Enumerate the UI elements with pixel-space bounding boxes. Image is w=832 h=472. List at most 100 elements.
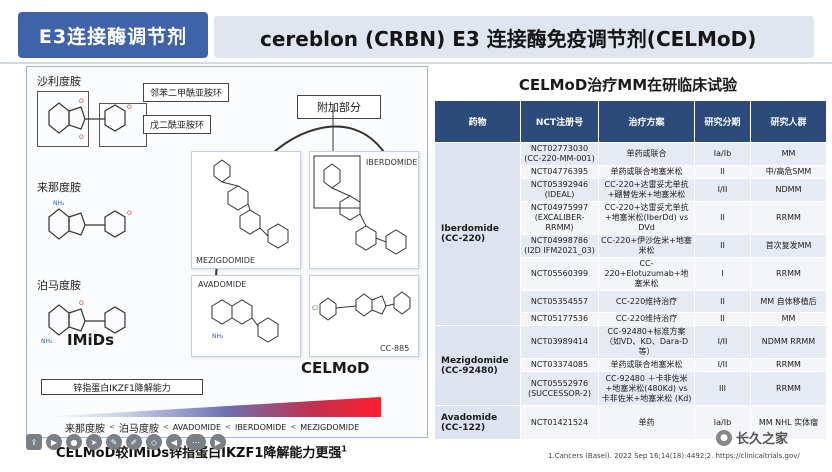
population-cell: RRMM (750, 201, 827, 235)
phase-cell: II (694, 165, 751, 179)
svg-text:NH₂: NH₂ (41, 338, 53, 345)
scale-arrow-icon: < (225, 423, 231, 431)
header-phase: 研究分期 (694, 100, 751, 143)
mezigdomide-card: MEZIGDOMIDE (191, 151, 301, 269)
population-cell: MM (750, 142, 827, 166)
regimen-cell: CC-220维持治疗 (598, 312, 695, 326)
iberdomide-card: IBERDOMIDE (309, 151, 419, 269)
phase-cell: II (694, 234, 751, 258)
slide-caption: CELMoD较IMiDs锌指蛋白IKZF1降解能力更强1 (56, 442, 347, 461)
additional-part-box: 附加部分 (297, 95, 381, 119)
iberdomide-structure (313, 155, 407, 255)
regimen-cell: 单药或联合 (598, 142, 695, 166)
cc885-name: CC-885 (380, 344, 410, 353)
avadomide-structure: NH₂ (211, 299, 279, 343)
cc885-card: Cl CC-885 (309, 275, 419, 357)
population-cell: NDMM RRMM (750, 325, 827, 359)
table-row: NCT05552976 (SUCCESSOR-2)CC-92480 ＋卡非佐米+… (435, 371, 827, 406)
scale-item: 来那度胺 (65, 423, 105, 435)
regimen-cell: CC-220+达雷妥尤单抗+地塞米松(IberDd) vs DVd (598, 201, 695, 235)
population-cell: MM 自体移植后 (750, 290, 827, 313)
regimen-cell: CC-220+Elotuzumab+地塞米松 (598, 257, 695, 291)
watermark-text: 长久之家 (736, 432, 789, 447)
mezigdomide-name: MEZIGDOMIDE (196, 256, 255, 265)
nct-cell: NCT02773030 (CC-220-MM-001) (520, 142, 599, 166)
nct-cell: NCT04975997 (EXCALIBER-RRMM) (520, 201, 599, 235)
glutarimide-ring-tag: 戊二酰亚胺环 (143, 115, 212, 134)
table-row: Iberdomide (CC-220)NCT02773030 (CC-220-M… (434, 142, 827, 326)
svg-text:O: O (79, 134, 84, 141)
regimen-cell: 单药或联合地塞米松 (598, 358, 695, 372)
prev-icon[interactable]: ◀ (166, 434, 182, 450)
share-icon[interactable]: ⇪ (26, 434, 42, 450)
caption-text: CELMoD较IMiDs锌指蛋白IKZF1降解能力更强 (56, 446, 342, 461)
table-row: NCT04975997 (EXCALIBER-RRMM)CC-220+达雷妥尤单… (435, 201, 827, 235)
phase-cell: II (694, 290, 751, 313)
regimen-cell: 单药或联合地塞米松 (598, 165, 695, 179)
more-options-icon[interactable]: ⋯ (186, 434, 206, 450)
pen-icon[interactable]: ✎ (106, 434, 122, 450)
nct-cell: NCT03989414 (520, 325, 599, 359)
next-icon[interactable]: ▶ (210, 434, 226, 450)
structure-panel: 沙利度胺 邻苯二甲酰亚胺环 戊二酰亚胺环 O O O 来那度胺 NH₂ O 泊马… (26, 66, 428, 438)
eraser-icon[interactable]: ◇ (146, 434, 162, 450)
slide-main-title: cereblon (CRBN) E3 连接酶免疫调节剂(CELMoD) (214, 16, 814, 58)
regimen-cell: CC-220维持治疗 (598, 290, 695, 313)
avadomide-card: AVADOMIDE NH₂ (191, 275, 301, 357)
header-divider (0, 62, 832, 64)
svg-text:Cl: Cl (312, 305, 318, 312)
nct-cell: NCT05552976 (SUCCESSOR-2) (520, 371, 599, 406)
celmod-label: CELMoD (301, 359, 370, 377)
header-regimen: 治疗方案 (598, 100, 695, 143)
caption-superscript: 1 (341, 444, 347, 454)
nct-cell: NCT01421524 (520, 405, 599, 440)
pointer-icon[interactable]: ➤ (86, 434, 102, 450)
population-cell: NDMM (750, 178, 827, 202)
svg-text:O: O (79, 98, 84, 105)
lenalidomide-label: 来那度胺 (37, 181, 81, 194)
pomalidomide-label: 泊马度胺 (37, 279, 81, 292)
nct-cell: NCT04776395 (520, 165, 599, 179)
scale-item: MEZIGDOMIDE (300, 422, 360, 432)
phase-cell: III (694, 371, 751, 406)
wechat-icon: ● (716, 429, 732, 446)
record-icon[interactable]: ● (66, 434, 82, 450)
phase-cell: II (694, 312, 751, 326)
drug-cell: Mezigdomide (CC-92480) (434, 325, 521, 406)
population-cell: MM NHL 实体瘤 (750, 405, 827, 440)
phase-cell: Ia/Ib (694, 142, 751, 166)
population-cell: RRMM (750, 371, 827, 406)
population-cell: 中/高危SMM (750, 165, 827, 179)
header-drug: 药物 (434, 100, 521, 143)
watermark: ● 长久之家 (716, 428, 788, 447)
thalidomide-structure: O O O (48, 98, 132, 141)
phthalimide-ring-tag: 邻苯二甲酰亚胺环 (143, 83, 230, 102)
phase-cell: I/II (694, 325, 751, 359)
regimen-cell: CC-92480 ＋卡非佐米+地塞米松(480Kd) vs 卡非佐米+地塞米松 … (598, 371, 695, 406)
table-title: CELMoD治疗MM在研临床试验 (518, 76, 738, 94)
scale-item: AVADOMIDE (172, 422, 222, 432)
highlighter-icon[interactable]: ✐ (126, 434, 142, 450)
play-icon[interactable]: ▶ (46, 434, 62, 450)
nct-cell: NCT04998786 (I2D IFM2021_03) (520, 234, 599, 258)
scale-arrow-icon: < (290, 423, 297, 431)
table-row: NCT05392946 (IDEAL)CC-220+达雷妥尤单抗+硼替佐米+地塞… (435, 178, 827, 202)
phase-cell: II (694, 201, 751, 235)
phase-cell: I/II (694, 358, 751, 372)
table-body: Iberdomide (CC-220)NCT02773030 (CC-220-M… (434, 142, 827, 440)
ikzf1-degradation-label: 锌指蛋白IKZF1降解能力 (41, 379, 203, 395)
cc885-structure: Cl (312, 291, 411, 321)
scale-arrow-icon: < (109, 423, 115, 431)
mezigdomide-structure (213, 159, 289, 249)
regimen-cell: CC-92480+标准方案（如VD、KD、Dara-D等） (598, 325, 695, 359)
avadomide-name: AVADOMIDE (198, 280, 247, 289)
drug-cell: Iberdomide (CC-220) (434, 142, 521, 326)
citation: 1.Cancers (Basel). 2022 Sep 16;14(18):44… (548, 452, 800, 460)
phase-cell: I (694, 257, 751, 291)
svg-text:O: O (79, 300, 84, 307)
drug-cell: Avadomide (CC-122) (434, 405, 521, 440)
